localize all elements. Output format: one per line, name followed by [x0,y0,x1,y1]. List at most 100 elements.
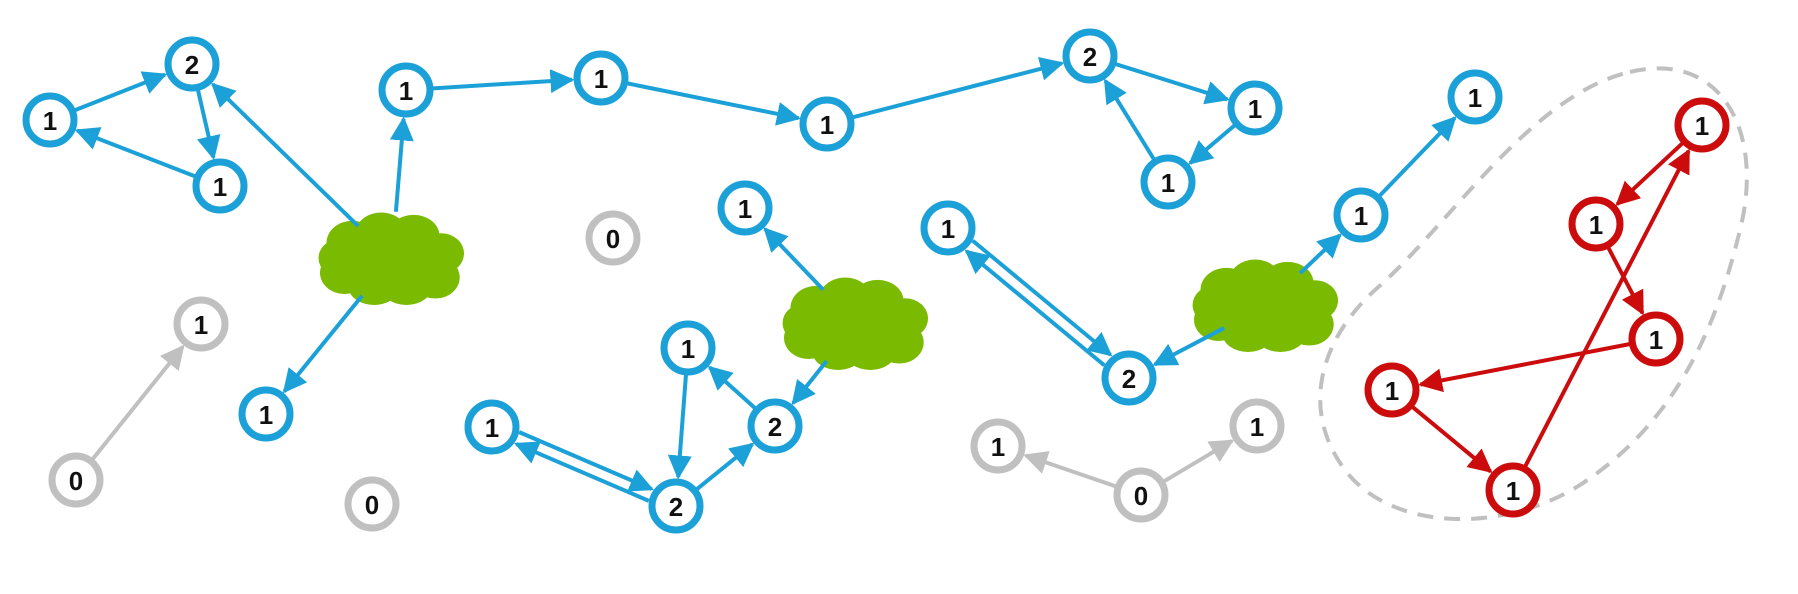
node-label: 0 [1134,481,1148,511]
node-circle [1674,97,1730,153]
node-label: 2 [185,50,199,80]
red-cluster-dashed-outline [1318,66,1749,522]
node-circle [1113,467,1169,523]
edge-cloud1-to-d1 [282,294,364,394]
edge-h1-to-h2 [971,239,1113,357]
node-circle [799,96,855,152]
edge-r2-to-r3 [1606,247,1645,316]
node-blue-f2: 2 [747,398,803,454]
node-label: 1 [820,110,834,140]
node-circle [1062,28,1118,84]
node-gray-m2: 1 [1229,398,1285,454]
node-circle [585,210,641,266]
node-circle [1447,69,1503,125]
node-label: 1 [1468,83,1482,113]
cloud-cloud3 [1192,259,1338,352]
node-circle [238,386,294,442]
edge-cloud1-to-b1 [389,116,414,212]
node-circle [344,476,400,532]
node-label: 1 [1695,111,1709,141]
node-circle [1140,154,1196,210]
node-circle [22,92,78,148]
node-label: 1 [485,413,499,443]
node-label: 1 [1506,476,1520,506]
node-circle [1227,80,1283,136]
node-circle [920,200,976,256]
node-blue-b3: 1 [799,96,855,152]
edge-g2-to-f2 [695,442,755,491]
node-circle [164,36,220,92]
node-circle [747,398,803,454]
node-circle [660,320,716,376]
edge-cloud3-to-i1 [1298,233,1342,275]
node-gray-j1: 1 [173,296,229,352]
node-circle [573,50,629,106]
edge-m0-to-m1 [1023,451,1117,489]
node-label: 1 [594,64,608,94]
node-circle [378,62,434,118]
edge-h2-to-h1 [964,249,1106,367]
node-circle [1364,362,1420,418]
node-label: 1 [991,432,1005,462]
node-label: 1 [1161,168,1175,198]
node-label: 0 [69,466,83,496]
node-label: 0 [606,224,620,254]
edge-g1-to-g2 [518,430,654,492]
node-label: 1 [399,76,413,106]
node-blue-h2: 2 [1101,350,1157,406]
edge-g2-to-g1 [514,441,650,503]
node-blue-a3: 1 [192,158,248,214]
node-red-r4: 1 [1364,362,1420,418]
node-circle [1568,196,1624,252]
node-label: 1 [43,106,57,136]
edge-cloud2-to-f2 [791,359,829,406]
node-blue-g2: 2 [648,478,704,534]
edge-j0-to-j1 [91,344,185,461]
node-blue-h1: 1 [920,200,976,256]
node-circle [1101,350,1157,406]
node-red-r5: 1 [1485,462,1541,518]
node-gray-k0: 0 [585,210,641,266]
node-circle [48,452,104,508]
node-blue-b2: 1 [573,50,629,106]
edge-cloud1-to-a2 [211,82,360,228]
node-label: 1 [213,172,227,202]
node-label: 1 [941,214,955,244]
cloud-cloud1 [318,212,464,305]
node-blue-b1: 1 [378,62,434,118]
node-label: 2 [1083,42,1097,72]
node-blue-f1: 1 [660,320,716,376]
edge-b1-to-b2 [432,69,575,94]
edge-b3-to-c2 [852,57,1065,120]
node-gray-j0: 0 [48,452,104,508]
edge-f2-to-f1 [707,365,757,410]
node-circle [1333,187,1389,243]
node-blue-d1: 1 [238,386,294,442]
node-label: 1 [681,334,695,364]
cloud-cloud2 [782,277,929,370]
node-blue-g1: 1 [464,399,520,455]
node-red-r1: 1 [1674,97,1730,153]
edge-cloud2-to-e1 [763,227,825,292]
node-circle [173,296,229,352]
node-label: 1 [194,310,208,340]
node-label: 1 [1354,201,1368,231]
node-blue-i2: 1 [1447,69,1503,125]
node-red-r3: 1 [1628,311,1684,367]
node-blue-i1: 1 [1333,187,1389,243]
node-circle [192,158,248,214]
node-circle [717,180,773,236]
edge-cloud3-to-h2 [1152,326,1225,367]
node-label: 1 [738,194,752,224]
node-label: 1 [1248,94,1262,124]
edge-c1-to-c3 [1188,123,1236,165]
node-gray-l0: 0 [344,476,400,532]
edge-r4-to-r5 [1411,405,1493,474]
edge-b2-to-b3 [627,81,801,126]
node-blue-c1: 1 [1227,80,1283,136]
edge-r3-to-r4 [1418,342,1630,393]
edge-a3-to-a1 [74,127,196,179]
edge-a1-to-a2 [74,71,168,112]
node-blue-a2: 2 [164,36,220,92]
